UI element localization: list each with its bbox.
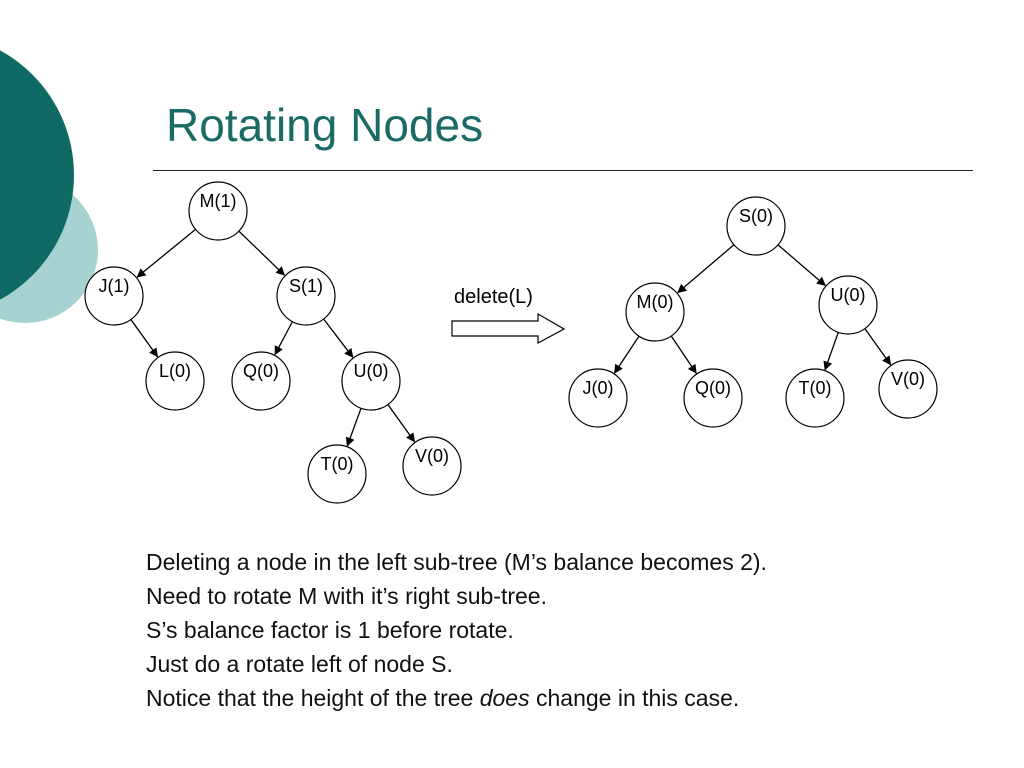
node-label: J(0) <box>583 378 614 398</box>
node-J: J(0) <box>568 368 628 428</box>
edge-M-S <box>238 230 286 276</box>
node-label: T(0) <box>799 378 832 398</box>
edge-M-J <box>136 228 196 278</box>
before-tree: M(1) J(1) S(1) L(0) Q(0) U(0) T(0) V(0) <box>84 181 462 504</box>
edge-M-J <box>614 335 640 374</box>
note-line-2: Need to rotate M with it’s right sub-tre… <box>146 583 547 609</box>
node-label: Q(0) <box>695 378 731 398</box>
node-T: T(0) <box>307 444 367 504</box>
node-circle <box>402 436 462 496</box>
note-line-4: Just do a rotate left of node S. <box>146 651 453 677</box>
node-label: S(0) <box>739 206 773 226</box>
slide-title: Rotating Nodes <box>166 99 484 151</box>
note-line-5-start: Notice that the height of the tree <box>146 685 480 711</box>
title-underline <box>153 170 973 171</box>
edge-U-T <box>823 332 839 371</box>
node-circle <box>878 359 938 419</box>
operation-arrow <box>451 312 566 345</box>
edge-S-M <box>677 244 735 294</box>
node-label: T(0) <box>321 454 354 474</box>
node-V: V(0) <box>878 359 938 419</box>
explanation-text: Deleting a node in the left sub-tree (M’… <box>146 545 767 715</box>
node-M: M(1) <box>188 181 248 241</box>
node-circle <box>307 444 367 504</box>
note-line-5-end: change in this case. <box>529 685 740 711</box>
edge-J-L <box>130 319 159 358</box>
node-U: U(0) <box>341 351 401 411</box>
dark-teal-circle <box>0 50 74 300</box>
node-circle <box>726 196 786 256</box>
node-label: U(0) <box>831 285 866 305</box>
node-S: S(1) <box>276 266 336 326</box>
node-L: L(0) <box>145 351 205 411</box>
edge-U-T <box>345 408 362 447</box>
node-circle <box>188 181 248 241</box>
node-label: M(1) <box>200 191 237 211</box>
node-circle <box>231 351 291 411</box>
node-circle <box>341 351 401 411</box>
node-Q: Q(0) <box>683 368 743 428</box>
after-tree-edges <box>614 244 892 374</box>
operation-label: delete(L) <box>454 286 533 308</box>
note-line-1: Deleting a node in the left sub-tree (M’… <box>146 549 767 575</box>
edge-U-V <box>387 404 416 443</box>
node-label: V(0) <box>891 369 925 389</box>
node-label: L(0) <box>159 361 191 381</box>
edge-U-V <box>864 328 892 366</box>
node-M: M(0) <box>625 282 685 342</box>
note-line-3: S’s balance factor is 1 before rotate. <box>146 617 514 643</box>
node-circle <box>568 368 628 428</box>
node-circle <box>785 368 845 428</box>
edge-S-U <box>777 244 826 287</box>
edge-S-U <box>323 318 354 358</box>
node-U: U(0) <box>818 275 878 335</box>
node-V: V(0) <box>402 436 462 496</box>
edge-S-Q <box>274 321 294 356</box>
note-line-5-emphasis: does <box>479 685 530 711</box>
node-label: V(0) <box>415 446 449 466</box>
node-circle <box>625 282 685 342</box>
node-label: S(1) <box>289 276 323 296</box>
note-line-5: Notice that the height of the tree does … <box>146 681 767 715</box>
node-label: M(0) <box>637 292 674 312</box>
node-label: U(0) <box>354 361 389 381</box>
after-tree: S(0) M(0) U(0) J(0) Q(0) T(0) V(0) <box>568 196 938 428</box>
node-circle <box>276 266 336 326</box>
node-circle <box>145 351 205 411</box>
node-circle <box>818 275 878 335</box>
node-label: Q(0) <box>243 361 279 381</box>
node-J: J(1) <box>84 266 144 326</box>
edge-M-Q <box>670 335 697 374</box>
node-circle <box>683 368 743 428</box>
node-S: S(0) <box>726 196 786 256</box>
node-label: J(1) <box>99 276 130 296</box>
node-circle <box>84 266 144 326</box>
before-tree-edges <box>130 228 416 447</box>
node-Q: Q(0) <box>231 351 291 411</box>
node-T: T(0) <box>785 368 845 428</box>
